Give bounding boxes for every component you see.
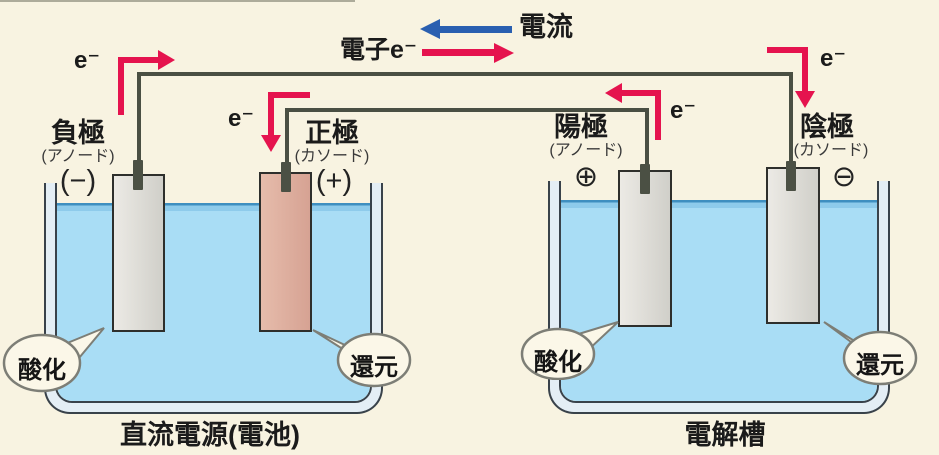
cell-beaker <box>548 181 890 414</box>
wire-mid-horizontal <box>285 108 649 112</box>
battery-positive-title: 正極 <box>305 118 359 148</box>
electron-arrow-head <box>494 43 514 63</box>
electron-elbow3-vertical <box>655 90 661 140</box>
wire-mid-vertical-right <box>645 108 649 170</box>
battery-negative-terminal <box>133 160 143 190</box>
cell-anode-title: 陽極 <box>554 112 608 142</box>
current-arrow-shaft <box>440 26 512 33</box>
cell-anode-terminal <box>640 164 650 194</box>
cell-anode-electrode <box>618 170 672 327</box>
wire-top-horizontal <box>137 72 793 76</box>
cell-caption: 電解槽 <box>684 420 766 450</box>
scan-edge-line <box>0 0 355 2</box>
reduction-label-cell: 還元 <box>856 352 904 379</box>
cell-cathode-subtitle: (カソード) <box>793 142 869 159</box>
electron-elbow1-vertical <box>118 57 124 115</box>
wire-top-vertical-right <box>789 72 793 164</box>
cell-anode-sign: ⊕ <box>573 161 599 193</box>
electron-elbow3-head <box>605 83 622 103</box>
wire-mid-vertical-left <box>285 108 289 168</box>
battery-negative-sign: (−) <box>59 165 97 197</box>
electron-marker-2: e⁻ <box>228 105 255 132</box>
electron-arrow-shaft <box>422 49 494 56</box>
reduction-label-battery: 還元 <box>350 354 398 381</box>
battery-positive-electrode <box>259 172 312 332</box>
wire-top-vertical-left <box>137 74 141 164</box>
electron-elbow4-vertical <box>802 47 808 92</box>
current-label: 電流 <box>519 12 573 42</box>
battery-positive-sign: (+) <box>315 165 353 197</box>
electron-elbow4-horizontal <box>767 47 808 53</box>
cell-cathode-electrode <box>766 167 820 324</box>
electron-marker-1: e⁻ <box>74 47 101 74</box>
electron-marker-3: e⁻ <box>670 97 697 124</box>
electron-elbow1-horizontal <box>118 57 160 63</box>
current-arrow-head <box>420 19 440 39</box>
electron-elbow2-horizontal <box>268 92 310 98</box>
cell-anode-subtitle: (アノード) <box>549 142 623 159</box>
reduction-bubble-cell-shape <box>823 321 918 386</box>
cell-cathode-sign: ⊖ <box>831 161 857 193</box>
electron-marker-4: e⁻ <box>820 45 847 72</box>
electron-elbow3-horizontal <box>621 90 661 96</box>
electron-elbow4-head <box>795 91 815 108</box>
cell-cathode-title: 陰極 <box>800 112 854 142</box>
battery-liquid <box>57 203 370 401</box>
oxidation-bubble-cell-shape <box>520 321 619 380</box>
battery-positive-subtitle: (カソード) <box>294 148 370 165</box>
oxidation-bubble-battery-shape <box>2 327 105 393</box>
oxidation-label-battery: 酸化 <box>18 357 66 384</box>
oxidation-label-cell: 酸化 <box>534 349 582 376</box>
electron-elbow2-vertical <box>268 92 274 136</box>
battery-positive-terminal <box>281 162 291 192</box>
battery-beaker <box>44 183 383 414</box>
electron-elbow1-head <box>158 50 175 70</box>
reduction-bubble-battery-shape <box>312 329 412 388</box>
battery-caption: 直流電源(電池) <box>120 420 300 450</box>
electron-label: 電子e⁻ <box>340 36 418 64</box>
cell-cathode-terminal <box>786 161 796 191</box>
cell-liquid <box>561 200 877 401</box>
battery-negative-title: 負極 <box>51 118 105 148</box>
battery-beaker-inner <box>55 183 372 403</box>
electron-elbow2-head <box>261 135 281 152</box>
battery-negative-electrode <box>112 174 165 332</box>
cell-beaker-inner <box>559 181 879 403</box>
battery-negative-subtitle: (アノード) <box>41 148 115 165</box>
